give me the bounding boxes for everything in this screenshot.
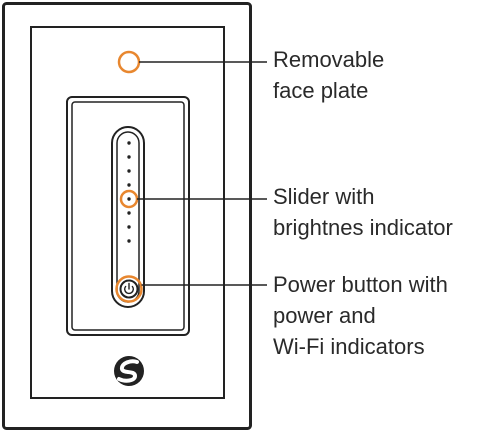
face-plate-callout-marker [117,50,141,74]
brightness-indicator-dot [127,211,131,215]
brand-s-logo-icon [114,356,144,386]
power-label: Power button with power and Wi-Fi indica… [273,269,448,362]
power-callout-marker [115,275,143,303]
slider-label-line: brightnes indicator [273,215,453,240]
power-icon [124,282,134,295]
switch-module-inner [71,101,185,331]
wall-plate-outer [2,2,252,430]
switch-module-outer [66,96,190,336]
face-plate [30,26,225,399]
face-plate-label-line: face plate [273,78,369,103]
power-button[interactable] [119,279,139,299]
face-plate-label-line: Removable [273,47,385,72]
power-label-line: Wi-Fi indicators [273,334,425,359]
power-button-ring [119,279,139,299]
power-label-line: power and [273,303,376,328]
brightness-indicators [127,141,131,243]
slider-track-outer [111,126,145,308]
face-plate-label: Removable face plate [273,44,384,106]
brightness-indicator-dot [127,225,131,229]
slider-label-line: Slider with [273,184,375,209]
brightness-indicator-dot [127,141,131,145]
brightness-indicator-dot [127,183,131,187]
power-label-line: Power button with [273,272,448,297]
brightness-indicator-dot [127,169,131,173]
slider-label: Slider with brightnes indicator [273,181,453,243]
brightness-indicator-dot [127,155,131,159]
brightness-indicator-dot [127,197,131,201]
brightness-indicator-dot [127,239,131,243]
